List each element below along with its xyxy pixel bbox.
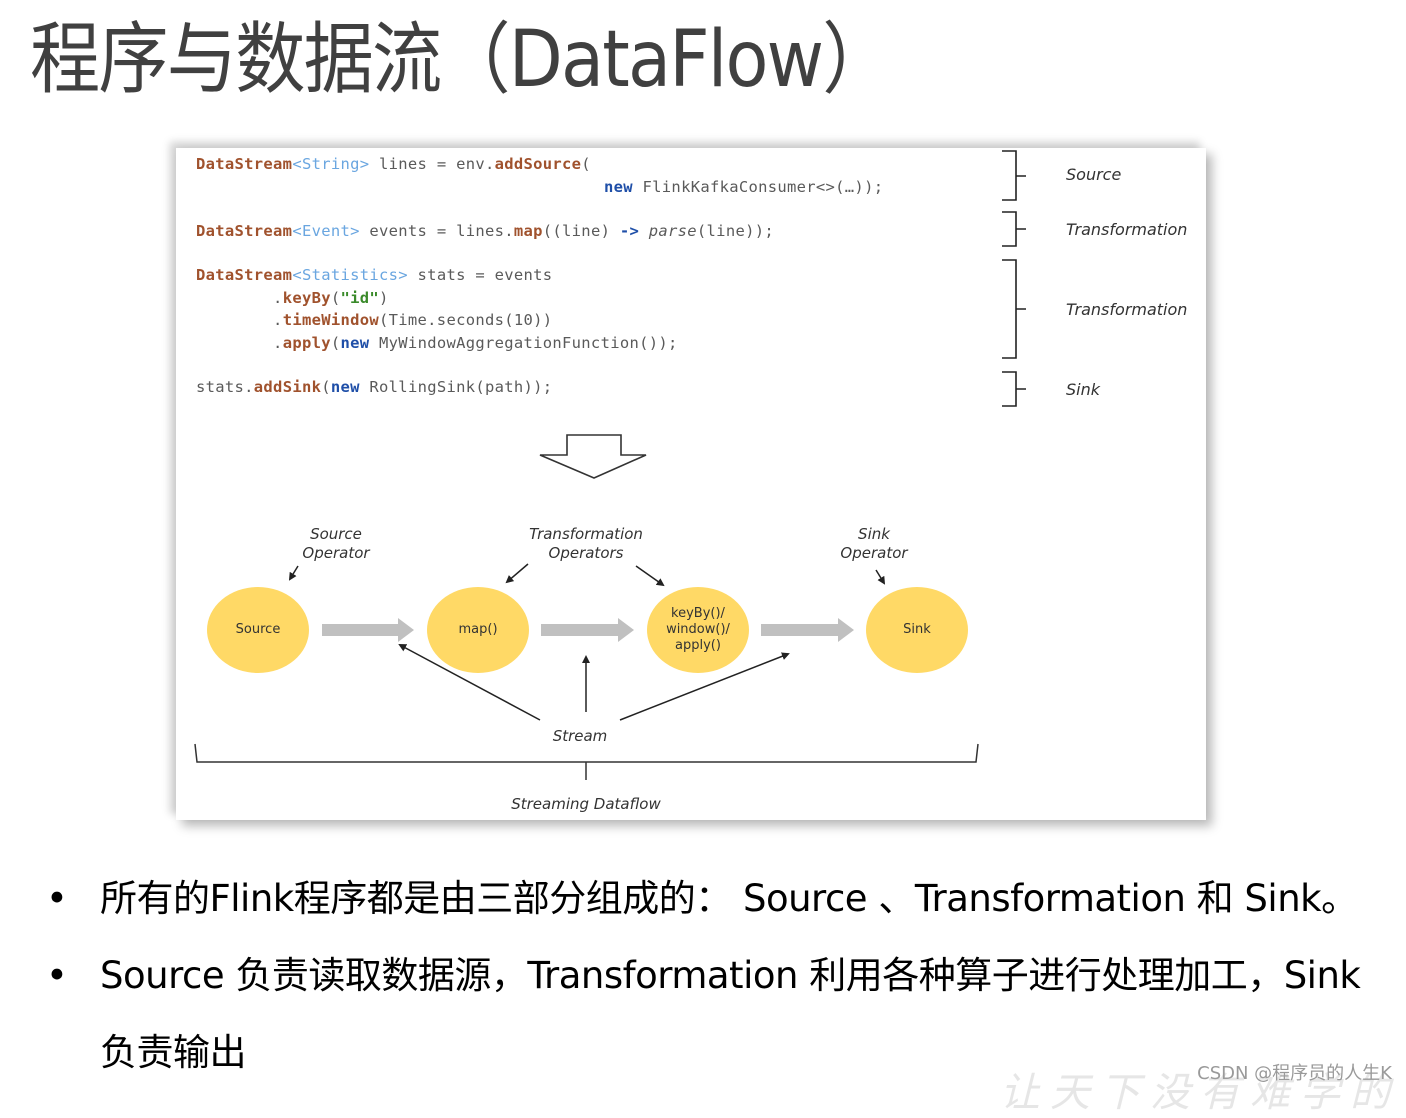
down-arrow-icon bbox=[539, 434, 647, 479]
code-line-2: new FlinkKafkaConsumer<>(…)); bbox=[604, 178, 883, 196]
code-text: . bbox=[196, 334, 283, 352]
pointer-arrow bbox=[635, 565, 665, 587]
node-label: map() bbox=[458, 622, 498, 637]
code-text: (line)); bbox=[696, 222, 774, 240]
code-method: addSink bbox=[253, 378, 322, 396]
node-label: keyBy()/ window()/ apply() bbox=[666, 606, 730, 653]
code-text: stats. bbox=[196, 378, 254, 396]
brace-source bbox=[1002, 150, 1026, 201]
code-italic: parse bbox=[648, 222, 697, 240]
code-method: keyBy bbox=[282, 289, 331, 307]
code-type: DataStream bbox=[196, 266, 293, 284]
pointer-arrow bbox=[875, 569, 886, 585]
label-transformation-operators: Transformation Operators bbox=[529, 525, 643, 562]
flow-arrow bbox=[541, 618, 634, 642]
csdn-watermark: CSDN @程序员的人生K bbox=[1197, 1063, 1392, 1084]
code-text: ( bbox=[330, 334, 341, 352]
code-line-7: .apply(new MyWindowAggregationFunction()… bbox=[196, 334, 678, 352]
bullet-icon: • bbox=[46, 877, 68, 920]
code-text: ( bbox=[321, 378, 331, 396]
code-method: map bbox=[513, 222, 543, 240]
flow-arrow bbox=[322, 618, 414, 642]
code-method: timeWindow bbox=[282, 311, 380, 329]
node-label: Source bbox=[235, 622, 281, 637]
code-line-4: DataStream<Statistics> stats = events bbox=[196, 266, 552, 284]
code-text: events = lines. bbox=[359, 222, 514, 240]
code-arrow: -> bbox=[619, 222, 640, 240]
brace-transformation-2 bbox=[1002, 259, 1026, 359]
code-new-keyword: new bbox=[330, 378, 360, 396]
code-text: stats = events bbox=[407, 266, 553, 284]
brace-transformation-1 bbox=[1002, 211, 1026, 247]
code-new-keyword: new bbox=[604, 178, 633, 196]
code-text: . bbox=[196, 289, 283, 307]
stream-arrow bbox=[619, 652, 790, 721]
brace-label-sink: Sink bbox=[1066, 380, 1101, 399]
bullet-item: • Source 负责读取数据源，Transformation 利用各种算子进行… bbox=[40, 937, 1400, 1091]
code-generic: <String> bbox=[292, 155, 370, 173]
label-source-operator: Source Operator bbox=[302, 525, 370, 562]
brace-sink bbox=[1002, 371, 1026, 407]
node-sink: Sink bbox=[866, 587, 968, 673]
brace-label-source: Source bbox=[1066, 165, 1122, 184]
code-text: ( bbox=[330, 289, 341, 307]
code-text: lines = env. bbox=[369, 155, 495, 173]
code-line-5: .keyBy("id") bbox=[196, 289, 389, 307]
code-line-1: DataStream<String> lines = env.addSource… bbox=[196, 155, 591, 173]
brace-label-transformation: Transformation bbox=[1066, 300, 1188, 319]
code-text: MyWindowAggregationFunction()); bbox=[369, 334, 678, 352]
code-method: apply bbox=[282, 334, 331, 352]
diagram-lines bbox=[194, 150, 1026, 780]
pointer-arrow bbox=[505, 563, 529, 584]
label-streaming-dataflow: Streaming Dataflow bbox=[511, 795, 661, 813]
code-text: ) bbox=[379, 289, 389, 307]
code-text: (Time.seconds(10)) bbox=[379, 311, 553, 329]
code-string: "id" bbox=[340, 289, 380, 307]
slide-title: 程序与数据流（DataFlow） bbox=[30, 15, 892, 105]
flow-arrow bbox=[761, 618, 854, 642]
brace-label-transformation: Transformation bbox=[1066, 220, 1188, 239]
node-keyby-window-apply: keyBy()/ window()/ apply() bbox=[647, 587, 749, 673]
bullet-text: Source 负责读取数据源，Transformation 利用各种算子进行处理… bbox=[100, 954, 1361, 1074]
bullet-item: • 所有的Flink程序都是由三部分组成的： Source 、Transform… bbox=[40, 860, 1400, 937]
code-type: DataStream bbox=[196, 155, 293, 173]
code-type: DataStream bbox=[196, 222, 293, 240]
code-line-6: .timeWindow(Time.seconds(10)) bbox=[196, 311, 552, 329]
node-source: Source bbox=[207, 587, 309, 673]
stream-arrow bbox=[398, 644, 541, 721]
code-text: ( bbox=[581, 155, 591, 173]
code-text: ((line) bbox=[542, 222, 620, 240]
streaming-dataflow-brace bbox=[194, 743, 979, 780]
pointer-arrow bbox=[288, 565, 299, 581]
code-line-8: stats.addSink(new RollingSink(path)); bbox=[196, 378, 552, 396]
code-generic: <Statistics> bbox=[292, 266, 408, 284]
label-stream: Stream bbox=[552, 727, 608, 745]
node-map: map() bbox=[427, 587, 529, 673]
code-line-3: DataStream<Event> events = lines.map((li… bbox=[196, 222, 774, 240]
code-generic: <Event> bbox=[292, 222, 360, 240]
label-sink-operator: Sink Operator bbox=[840, 525, 908, 562]
code-new-keyword: new bbox=[340, 334, 370, 352]
code-text: FlinkKafkaConsumer<>(…)); bbox=[632, 178, 884, 196]
node-label: Sink bbox=[903, 622, 931, 637]
code-method: addSource bbox=[494, 155, 582, 173]
bullet-icon: • bbox=[46, 954, 68, 997]
dataflow-figure: DataStream<String> lines = env.addSource… bbox=[176, 148, 1206, 820]
code-text: RollingSink(path)); bbox=[359, 378, 553, 396]
code-text: . bbox=[196, 311, 283, 329]
bullet-list: • 所有的Flink程序都是由三部分组成的： Source 、Transform… bbox=[40, 860, 1400, 1091]
bullet-text: 所有的Flink程序都是由三部分组成的： Source 、Transformat… bbox=[100, 877, 1358, 920]
